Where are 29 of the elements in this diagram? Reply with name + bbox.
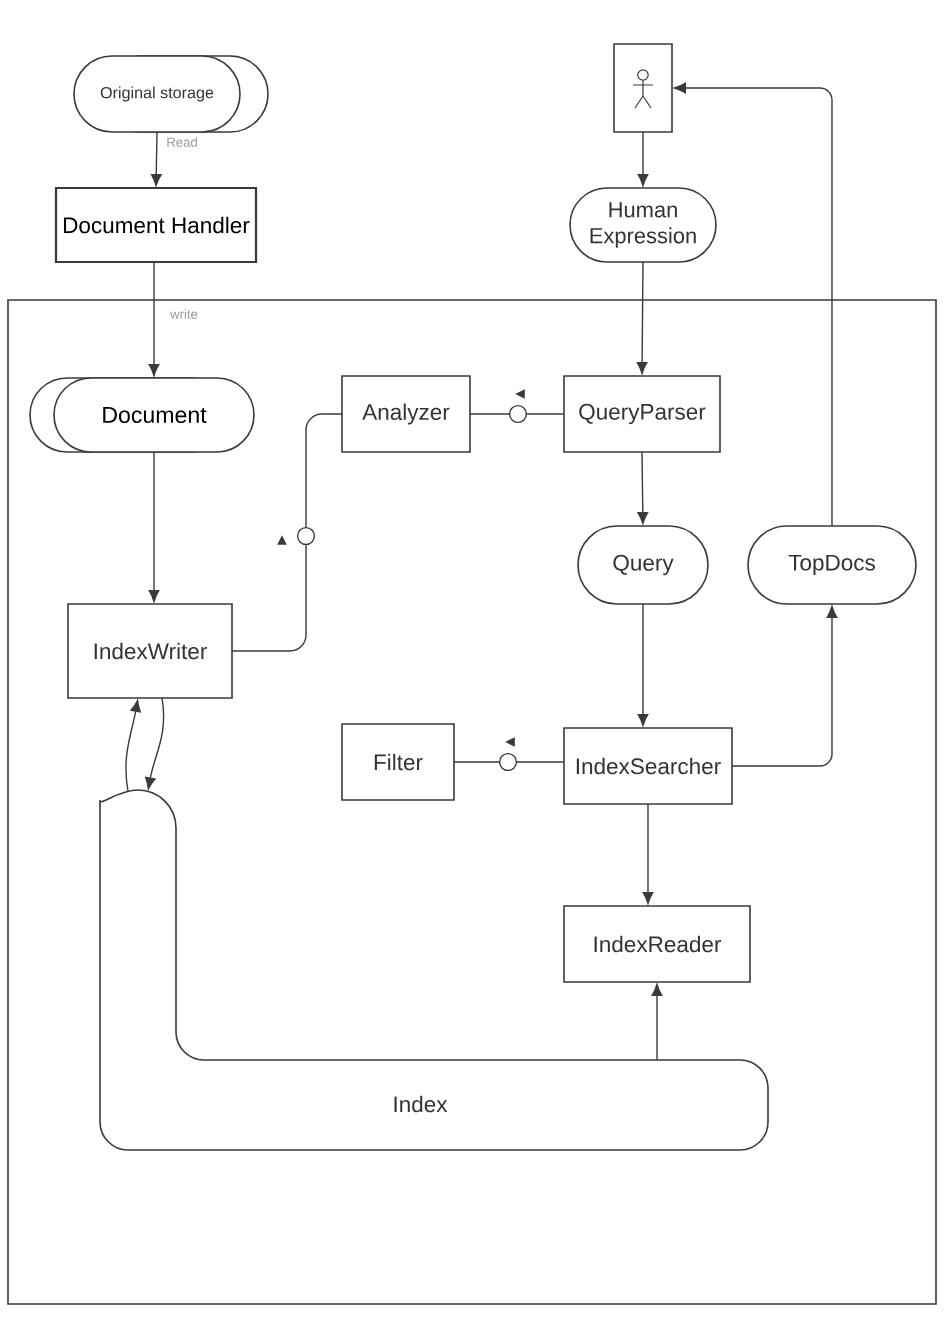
class-box: IndexReader (563, 905, 751, 983)
arrow (637, 451, 649, 525)
arrow (731, 605, 838, 767)
arrow (148, 451, 160, 603)
connector-line (231, 413, 343, 652)
arrow (145, 697, 165, 790)
stacked-rounded-box: Original storage (73, 55, 269, 133)
rounded-box: Query (577, 525, 709, 605)
rounded-box: Human Expression (569, 187, 717, 263)
class-box: QueryParser (563, 375, 721, 453)
arrow (637, 603, 649, 727)
arrow (636, 261, 648, 375)
process-box: Document Handler (54, 186, 258, 264)
class-box: Analyzer (341, 375, 471, 453)
arrow (148, 261, 160, 377)
class-box: IndexWriter (67, 603, 233, 699)
system-boundary (7, 299, 937, 1305)
arrow (637, 131, 649, 187)
arrow (673, 82, 833, 527)
arrow (150, 131, 162, 187)
class-box: IndexSearcher (563, 727, 733, 805)
rounded-box: TopDocs (747, 525, 917, 605)
stacked-rounded-box: Document (29, 377, 255, 453)
arrow (651, 983, 663, 1061)
arrow (642, 803, 654, 905)
arrow (125, 699, 141, 793)
connector-line (469, 413, 565, 415)
connector-line (453, 761, 565, 763)
class-box: Filter (341, 723, 455, 801)
